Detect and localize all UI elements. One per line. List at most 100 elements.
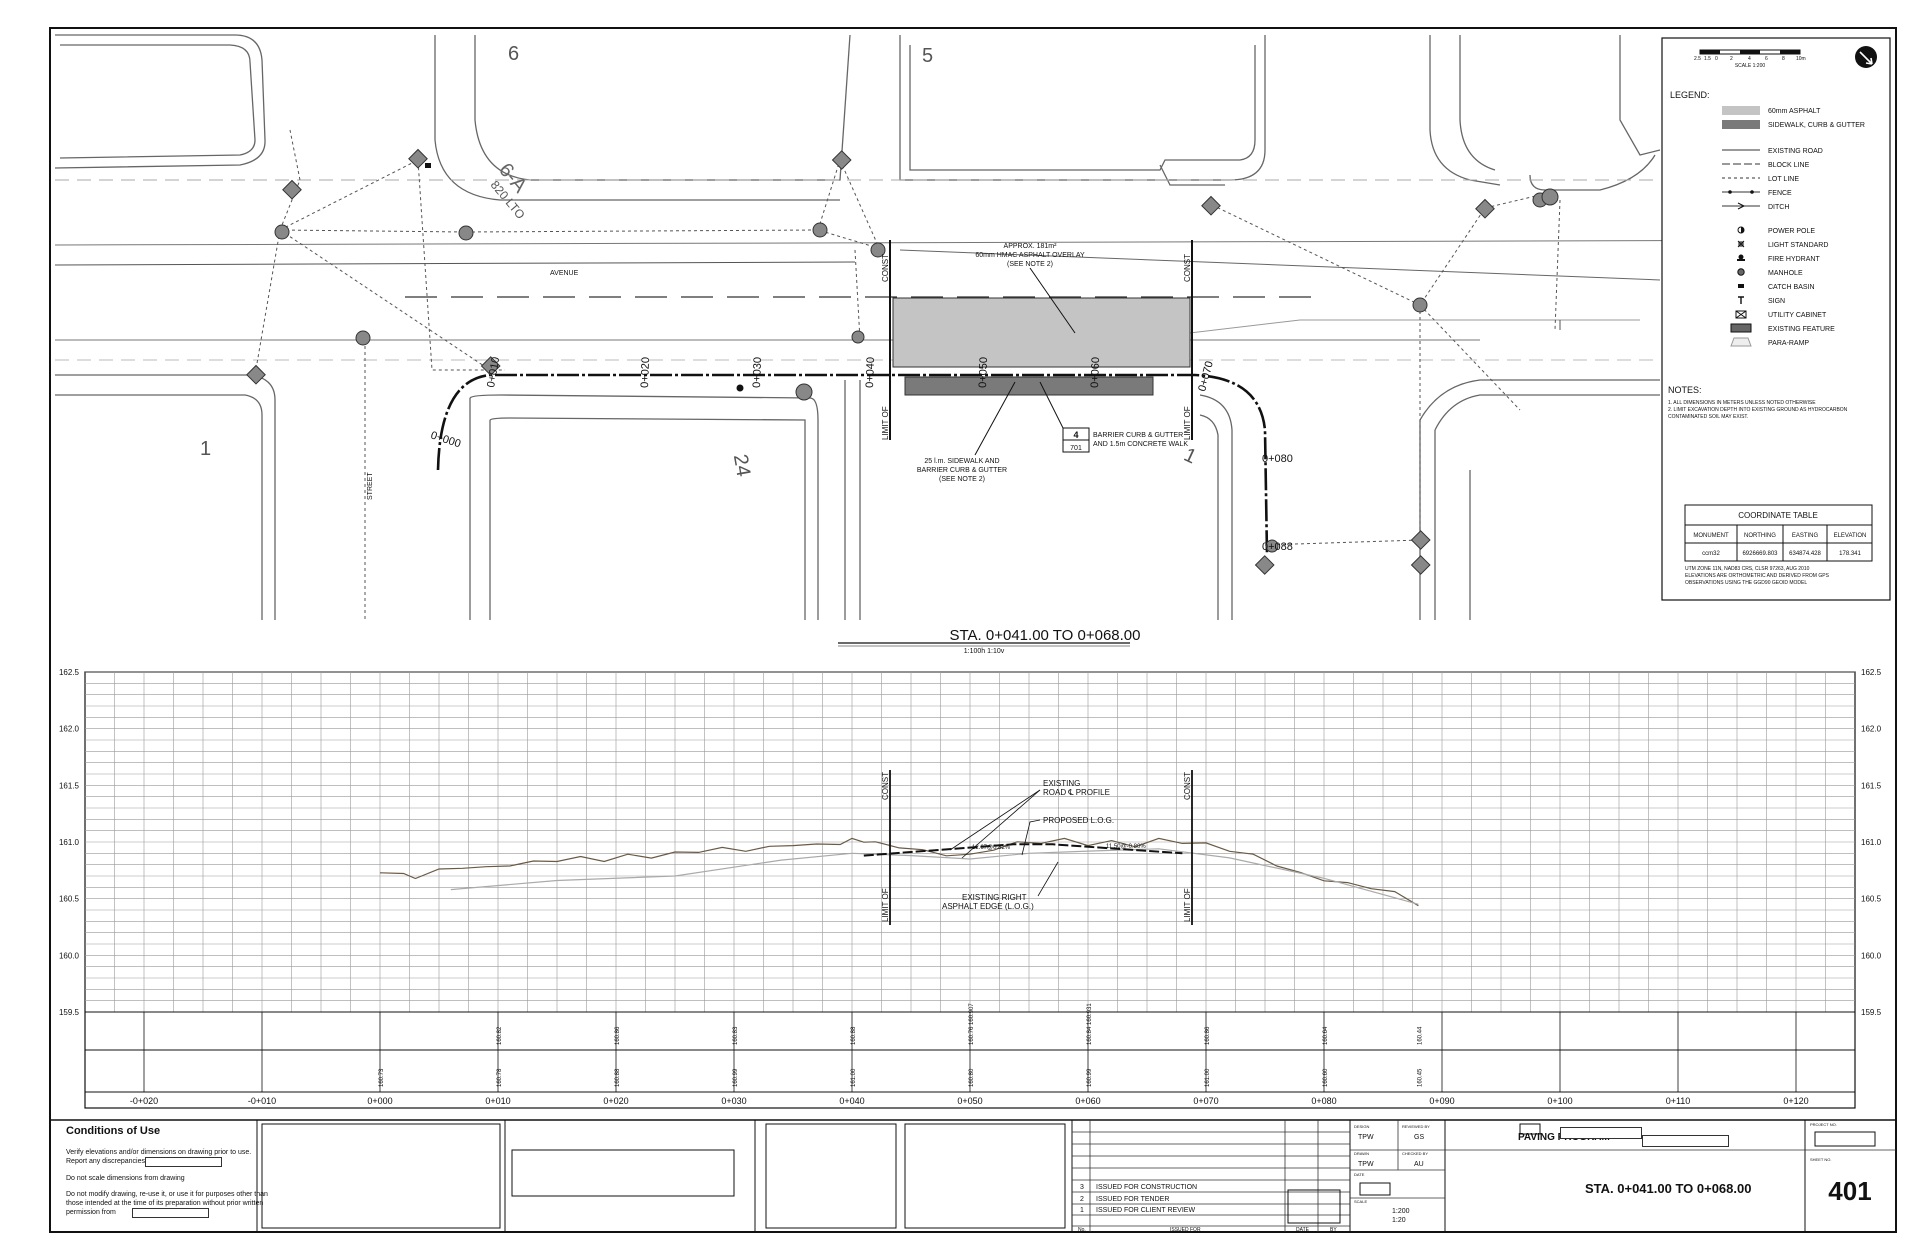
revision-footer: ISSUED FOR: [1170, 1227, 1201, 1233]
const-label: CONST: [881, 772, 890, 800]
leader-line: [961, 789, 1041, 859]
x-tick-label: 0+070: [1193, 1096, 1218, 1106]
detail-tag-text: BARRIER CURB & GUTTER: [1093, 432, 1183, 439]
scale-tick: 2.5: [1694, 56, 1701, 62]
utility-cabinet-icon: [1735, 310, 1747, 319]
y-tick-label-right: 160.5: [1861, 895, 1882, 904]
revision-text: ISSUED FOR CLIENT REVIEW: [1096, 1207, 1195, 1214]
seal-box: [904, 1123, 1066, 1229]
sidewalk-note-line: (SEE NOTE 2): [939, 476, 985, 483]
conditions-line: Verify elevations and/or dimensions on d…: [66, 1149, 252, 1156]
limit-of-label: LIMIT OF: [881, 406, 890, 440]
coordinate-header: EASTING: [1792, 533, 1819, 539]
right-edge-profile-line: [450, 848, 1419, 905]
checked-label: CHECKED BY: [1402, 1151, 1428, 1156]
existing-feature-symbol: [282, 179, 302, 200]
existing-profile-label: ROAD ℄ PROFILE: [1043, 788, 1110, 797]
y-tick-label-left: 160.0: [59, 951, 80, 960]
coordinate-cell: 6926669.803: [1742, 551, 1778, 557]
manhole-symbol: [812, 222, 828, 238]
legend-label: EXISTING FEATURE: [1768, 326, 1835, 333]
existing-feature-symbol: [1410, 555, 1431, 575]
legend-label: LOT LINE: [1768, 176, 1799, 183]
existing-feature-symbol: [1254, 555, 1275, 575]
station-label: 0+050: [977, 357, 990, 388]
scale-value: 1:20: [1392, 1217, 1406, 1224]
legend-swatch: [1722, 106, 1760, 115]
fire-hydrant-icon: [1737, 254, 1745, 261]
elevation-row2-value: 160.60: [1323, 1068, 1329, 1087]
elevation-row1-value: 160.44: [1417, 1026, 1423, 1045]
conditions-line: Report any discrepancies to: [66, 1158, 153, 1165]
revision-footer: No.: [1078, 1227, 1086, 1233]
design-value: TPW: [1358, 1134, 1374, 1141]
x-tick-label: 0+020: [603, 1096, 628, 1106]
note-line: 1. ALL DIMENSIONS IN METERS UNLESS NOTED…: [1668, 400, 1816, 406]
project-no-label: PROJECT NO.: [1810, 1122, 1837, 1127]
x-tick-label: 0+110: [1666, 1096, 1691, 1106]
detail-tag-number: 4: [1073, 430, 1078, 440]
redacted-field: [1560, 1127, 1642, 1139]
elevation-row1-value: 160.64: [1323, 1026, 1329, 1045]
note-line: CONTAMINATED SOIL MAY EXIST.: [1668, 414, 1748, 420]
sheet-number: 401: [1828, 1176, 1871, 1206]
elevation-row1-value: 160.86: [615, 1026, 621, 1045]
legend-label: SIDEWALK, CURB & GUTTER: [1768, 122, 1865, 129]
coordinate-table-title: COORDINATE TABLE: [1738, 511, 1818, 520]
coordinate-header: NORTHING: [1744, 533, 1776, 539]
elevation-row2-value: 160.99: [1087, 1068, 1093, 1087]
asphalt-note-line: (SEE NOTE 2): [1007, 261, 1053, 268]
power-pole-symbol: [736, 384, 744, 392]
revision-text: ISSUED FOR TENDER: [1096, 1196, 1169, 1203]
manhole-symbol: [1265, 539, 1279, 553]
existing-feature-symbol: [408, 148, 428, 169]
x-tick-label: 0+090: [1429, 1096, 1454, 1106]
leader-line: [1021, 819, 1041, 856]
legend-title: LEGEND:: [1670, 90, 1710, 100]
block-outline: [54, 34, 266, 169]
leader-line: [949, 789, 1041, 851]
proposed-profile-line: [863, 843, 1183, 857]
y-tick-label-left: 161.0: [59, 838, 80, 847]
leader-line: [1037, 861, 1059, 897]
revision-footer: DATE: [1296, 1227, 1310, 1233]
coordinate-cell: ccm32: [1702, 551, 1720, 557]
profile-view: STA. 0+041.00 TO 0+068.00 1:100h 1:10v 1…: [59, 627, 1882, 1109]
y-tick-label-left: 159.5: [59, 1008, 80, 1017]
date-field-box: [1359, 1182, 1391, 1196]
legend-label: DITCH: [1768, 204, 1789, 211]
x-tick-label: 0+000: [367, 1096, 392, 1106]
reviewed-value: GS: [1414, 1134, 1424, 1141]
existing-profile-label: EXISTING: [1043, 779, 1080, 788]
revision-text: ISSUED FOR CONSTRUCTION: [1096, 1184, 1197, 1191]
elevation-row2-value: 160.45: [1417, 1068, 1423, 1087]
notes-title: NOTES:: [1668, 385, 1702, 395]
conditions-line: Do not modify drawing, re-use it, or use…: [66, 1191, 268, 1216]
x-tick-label: -0+010: [248, 1096, 276, 1106]
existing-feature-icon: [1730, 323, 1752, 333]
elevation-row2-value: 160.99: [733, 1068, 739, 1087]
detail-tag: 4 701 BARRIER CURB & GUTTER AND 1.5m CON…: [1062, 427, 1188, 453]
legend-label: PARA-RAMP: [1768, 340, 1809, 347]
y-tick-label-right: 162.5: [1861, 668, 1882, 677]
checked-value: AU: [1414, 1161, 1424, 1168]
stamp-box: [511, 1149, 735, 1197]
sheet-title: STA. 0+041.00 TO 0+068.00: [1585, 1181, 1751, 1196]
power-pole-icon: [1737, 226, 1745, 234]
conditions-title: Conditions of Use: [66, 1125, 161, 1137]
legend-swatch: [1722, 120, 1760, 129]
elevation-row1-value: 160.84 160.931: [1087, 1003, 1093, 1045]
title-block: [50, 1119, 1896, 1232]
x-tick-label: -0+020: [130, 1096, 158, 1106]
existing-feature-symbol: [1410, 530, 1431, 550]
scale-tick: 6: [1765, 56, 1768, 62]
manhole-symbol: [458, 225, 474, 241]
manhole-symbol: [1541, 188, 1559, 206]
legend-label: FENCE: [1768, 190, 1792, 197]
scale-value: 1:200: [1392, 1208, 1410, 1215]
scale-tick: 4: [1748, 56, 1751, 62]
alignment-curb-line: [436, 373, 1269, 556]
existing-feature-symbol: [1201, 195, 1221, 216]
coordinate-footnote: UTM ZONE 11N, NAD83 CRS, CLSR 97263, AUG…: [1685, 566, 1810, 572]
